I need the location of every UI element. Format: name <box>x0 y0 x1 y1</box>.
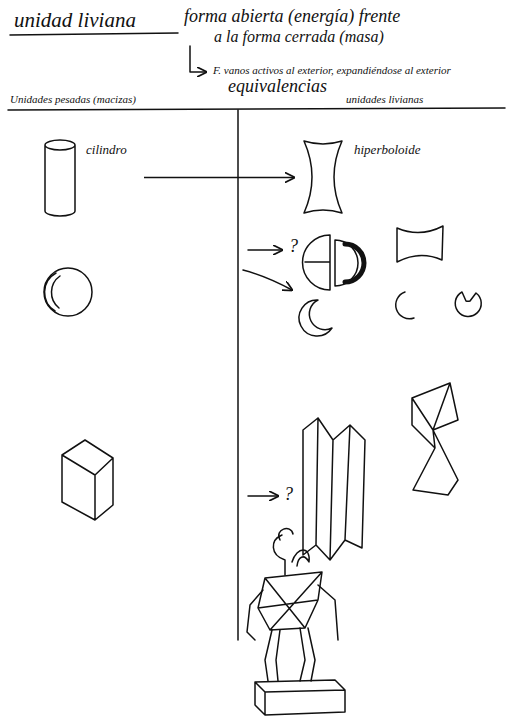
half-sphere-shading <box>345 244 364 282</box>
crescent-drawing <box>455 292 481 316</box>
crescent-drawing <box>396 292 414 319</box>
note-text: ? <box>284 484 293 505</box>
divider-line <box>237 110 239 640</box>
note-text: unidades livianas <box>346 93 423 106</box>
half-sphere-drawing <box>303 235 330 290</box>
title: unidad liviana <box>14 8 136 32</box>
folded-form-drawing <box>303 418 365 560</box>
arrow-connector <box>144 177 294 179</box>
arrow <box>248 495 278 497</box>
note-text: Unidades pesadas (macizas) <box>10 93 136 106</box>
figure-base <box>255 680 345 715</box>
cylinder-node: cilindro <box>40 135 140 220</box>
arrow <box>248 249 282 251</box>
figure-head <box>273 529 309 575</box>
sphere-drawing <box>44 268 92 316</box>
shape-outline <box>45 140 75 216</box>
node-label: hiperboloide <box>354 143 420 158</box>
cube-drawing <box>62 440 113 520</box>
crescent-drawing <box>299 300 332 336</box>
bowtie-drawing <box>397 226 443 262</box>
title-underline <box>10 33 178 35</box>
note-text: ? <box>289 236 298 257</box>
node-label: cilindro <box>86 143 127 158</box>
shape-outline <box>304 141 342 213</box>
figure-body <box>258 572 322 630</box>
divider-line <box>8 108 505 110</box>
figure-arms <box>247 585 338 640</box>
bracket-arrow <box>190 46 206 72</box>
note-text: forma abierta (energía) frente <box>184 6 400 27</box>
note-text: equivalencias <box>228 76 327 97</box>
folded-form-drawing <box>412 383 458 495</box>
figure-legs <box>265 628 315 681</box>
note-text: a la forma cerrada (masa) <box>214 28 384 46</box>
arrow <box>243 270 292 290</box>
hyperboloid-node: hiperboloide <box>298 135 438 220</box>
sphere-shading <box>45 273 60 311</box>
note-text: F. vanos activos al exterior, expandiénd… <box>213 64 451 77</box>
